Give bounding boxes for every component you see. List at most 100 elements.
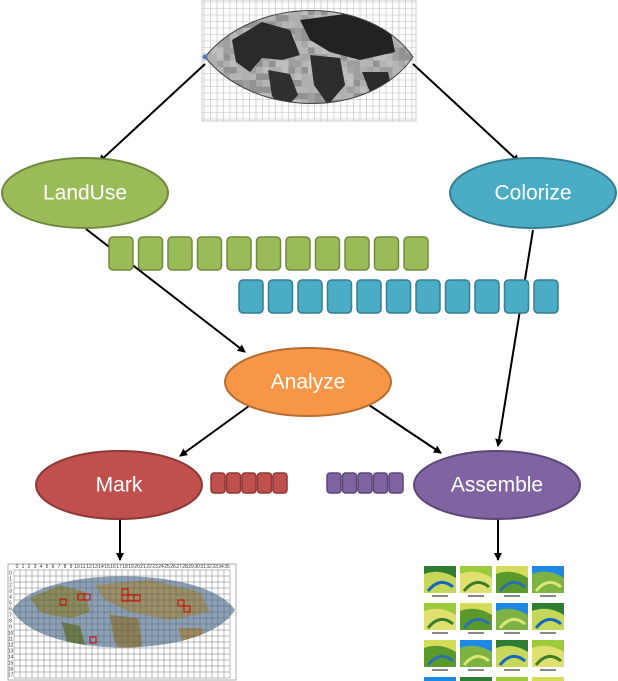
column-tick-label: 5	[46, 564, 49, 570]
map-thumbnail	[424, 677, 456, 681]
map-thumbnail	[496, 640, 528, 671]
column-tick-label: 11	[80, 564, 85, 570]
row-tick-label: 6	[9, 607, 12, 613]
row-tick-label: 9	[9, 625, 12, 631]
task-box	[372, 472, 389, 494]
input-world-map	[201, 0, 417, 122]
column-tick-label: 15	[104, 564, 110, 570]
column-tick-label: 0	[16, 564, 19, 570]
map-thumbnail	[460, 566, 492, 597]
marked-cell	[83, 593, 91, 601]
arrow-analyze-to-mark	[179, 405, 250, 457]
column-tick-label: 2	[28, 564, 31, 570]
row-tick-label: 3	[9, 589, 12, 595]
column-tick-label: 3	[34, 564, 37, 570]
task-box	[225, 472, 242, 494]
column-tick-label: 12	[86, 564, 92, 570]
column-tick-label: 34	[218, 564, 224, 570]
node-analyze-label: Analyze	[271, 371, 346, 394]
task-box	[357, 472, 373, 494]
column-tick-label: 26	[170, 564, 176, 570]
marked-cells	[59, 588, 191, 644]
map-anchor-dot	[202, 54, 208, 60]
task-box	[326, 279, 353, 314]
map-thumbnail	[532, 677, 564, 681]
map-thumbnail	[496, 566, 528, 597]
row-tick-label: 7	[9, 613, 12, 619]
landuse-task-queue	[108, 236, 429, 271]
column-tick-label: 23	[152, 564, 158, 570]
arrow-map-to-colorize	[412, 63, 520, 163]
map-thumbnail	[496, 603, 528, 634]
column-tick-label: 8	[64, 564, 67, 570]
column-tick-label: 19	[128, 564, 134, 570]
task-box	[356, 279, 382, 314]
column-tick-label: 17	[116, 564, 122, 570]
task-box	[255, 236, 282, 271]
task-box	[210, 472, 226, 494]
task-box	[403, 236, 429, 271]
node-landuse: LandUse	[1, 157, 169, 229]
column-tick-label: 33	[212, 564, 218, 570]
column-tick-label: 10	[74, 564, 80, 570]
arrow-colorize-to-assemble	[495, 229, 534, 447]
map-thumbnail	[532, 603, 564, 634]
task-box	[314, 236, 341, 271]
column-tick-label: 28	[182, 564, 188, 570]
marked-cell	[133, 594, 141, 602]
node-assemble-label: Assemble	[451, 474, 543, 497]
map-thumbnail	[460, 677, 492, 681]
task-box	[388, 472, 404, 494]
map-thumbnail	[424, 566, 456, 597]
map-thumbnail	[532, 566, 564, 597]
row-tick-label: 15	[8, 661, 14, 667]
marked-cell	[177, 599, 185, 607]
task-box	[267, 279, 294, 314]
task-box	[226, 236, 252, 271]
map-thumbnail	[460, 603, 492, 634]
row-tick-label: 11	[8, 637, 13, 643]
row-tick-label: 12	[8, 643, 14, 649]
node-mark: Mark	[35, 450, 203, 520]
task-box	[326, 472, 342, 494]
task-box	[108, 236, 134, 271]
column-tick-label: 29	[188, 564, 194, 570]
column-tick-label: 18	[122, 564, 128, 570]
map-thumbnail	[424, 640, 456, 671]
row-tick-label: 2	[9, 583, 12, 589]
task-box	[474, 279, 500, 314]
node-assemble: Assemble	[413, 450, 581, 520]
map-thumbnail	[424, 603, 456, 634]
arrow-map-to-landuse	[98, 63, 206, 163]
row-tick-label: 16	[8, 667, 14, 673]
column-tick-label: 32	[206, 564, 212, 570]
column-tick-label: 31	[200, 564, 206, 570]
row-tick-label: 8	[9, 619, 12, 625]
task-box	[241, 472, 257, 494]
task-box	[533, 279, 559, 314]
arrow-analyze-to-assemble	[368, 404, 442, 454]
column-tick-label: 7	[58, 564, 61, 570]
row-tick-label: 17	[8, 673, 14, 679]
column-tick-label: 22	[146, 564, 152, 570]
column-tick-label: 30	[194, 564, 200, 570]
arrows	[85, 63, 534, 561]
column-tick-label: 13	[92, 564, 98, 570]
task-box	[167, 236, 193, 271]
row-tick-label: 4	[9, 595, 12, 601]
colorize-task-queue	[238, 279, 559, 314]
task-box	[297, 279, 323, 314]
marked-cell	[89, 636, 97, 644]
task-box	[285, 236, 311, 271]
column-tick-label: 35	[224, 564, 230, 570]
task-box	[444, 279, 471, 314]
column-tick-label: 24	[158, 564, 164, 570]
node-landuse-label: LandUse	[43, 182, 127, 205]
task-box	[256, 472, 273, 494]
column-tick-label: 6	[52, 564, 55, 570]
map-thumbnail	[460, 640, 492, 671]
task-box	[196, 236, 223, 271]
column-tick-label: 16	[110, 564, 116, 570]
